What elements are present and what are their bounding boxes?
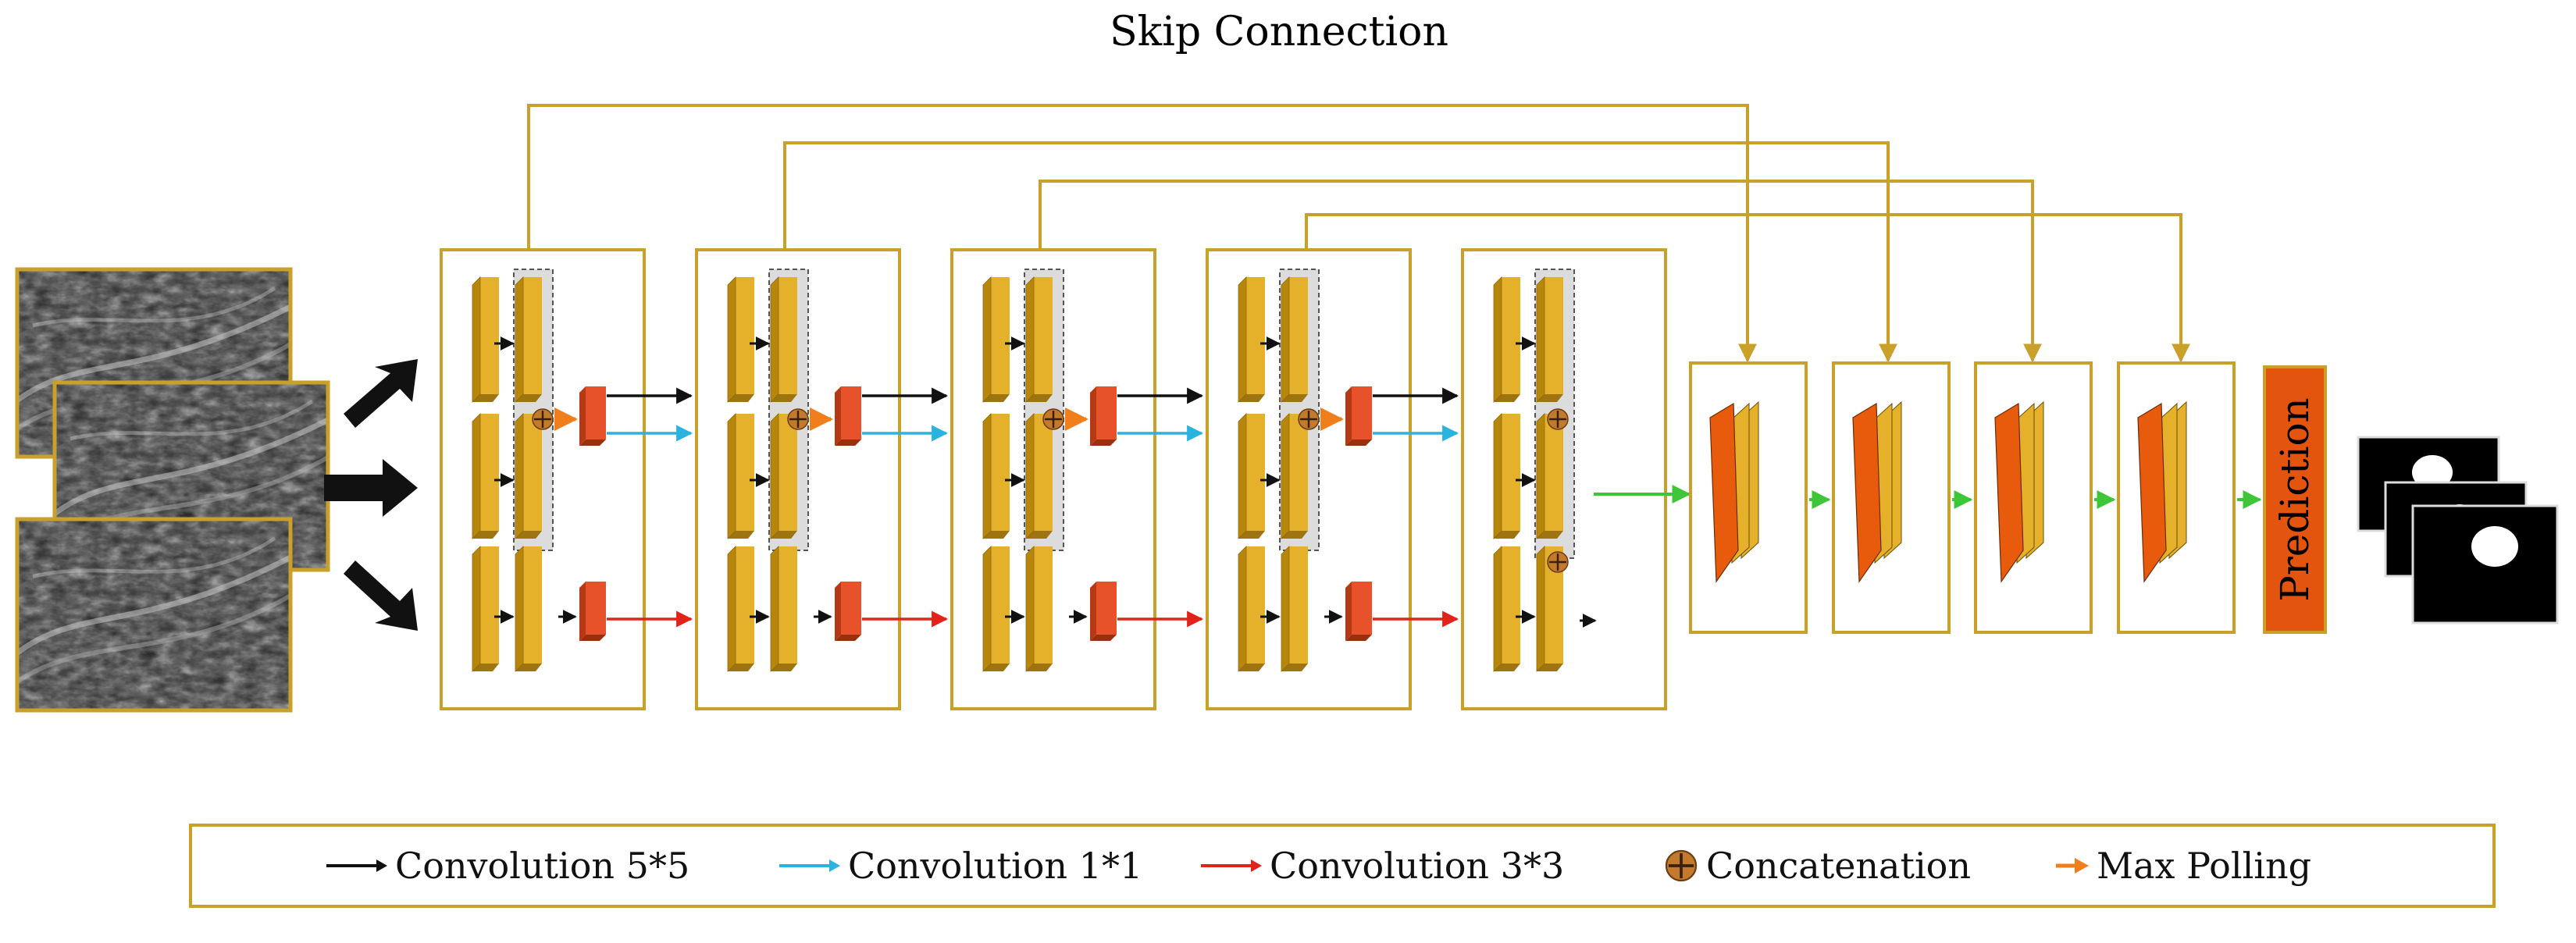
feature-map [1493,276,1521,403]
feature-map [1281,276,1309,403]
feature-map [1238,276,1266,403]
legend-item-conv5x5: Convolution 5*5 [325,827,689,905]
legend-item-conv1x1: Convolution 1*1 [778,827,1142,905]
encoder-blocks [440,248,1691,710]
red-arrow-icon [1201,859,1262,872]
encoder-block-5 [1461,248,1691,710]
feature-map [1536,413,1564,539]
legend-label: Convolution 1*1 [848,845,1143,887]
feature-map [727,546,755,672]
maxpool-cube [579,386,606,446]
legend-label: Convolution 3*3 [1270,845,1565,887]
feature-map [472,546,500,672]
orange-arrow-icon [2056,858,2089,874]
concatenation-icon [786,407,810,431]
input-arrows [324,359,418,631]
concatenation-icon [531,407,554,431]
black-arrow-icon [326,859,387,872]
feature-map [727,413,755,539]
feature-map [1025,413,1053,539]
feature-map [1238,413,1266,539]
feature-map [1536,276,1564,403]
feature-map [1281,546,1309,672]
input-images [15,267,330,713]
feature-map [1238,546,1266,672]
legend-label: Convolution 5*5 [395,845,690,887]
output-masks [2357,436,2559,625]
concatenation-icon [1297,407,1320,431]
feature-map [1493,413,1521,539]
decoder-block-4 [2117,361,2262,634]
maxpool-cube [1345,582,1372,641]
legend: Convolution 5*5 Convolution 1*1 Convolut… [189,824,2496,908]
decoder-block-1 [1689,361,1831,634]
input-arrow-down [344,560,418,631]
input-image-3 [15,517,293,713]
feature-map [1025,546,1053,672]
decoder-block-3 [1974,361,2116,634]
encoder-block-3 [950,248,1204,710]
input-arrow-up [344,359,418,428]
maxpool-cube [835,582,861,641]
skip-connection-2 [783,141,1897,363]
diagram-title: Skip Connection [1110,9,1448,55]
feature-map [515,413,543,539]
skip-connection-1 [527,104,1757,363]
feature-map [472,413,500,539]
feature-map [1281,413,1309,539]
concatenation-icon [1665,849,1698,882]
feature-map [982,276,1010,403]
legend-item-max-polling: Max Polling [2054,827,2311,905]
feature-map [515,546,543,672]
skip-connection-4 [1305,213,2190,363]
concatenation-icon [1546,407,1569,431]
maxpool-cube [1345,386,1372,446]
feature-map [770,546,798,672]
feature-map [982,413,1010,539]
skip-connection-3 [1039,180,2042,363]
prediction-label: Prediction [2272,397,2318,602]
feature-map [472,276,500,403]
legend-item-concatenation: Concatenation [1664,827,1971,905]
feature-map [770,413,798,539]
maxpool-cube [1090,582,1117,641]
legend-label: Concatenation [1706,845,1971,887]
input-arrow-right [324,459,418,517]
feature-map [515,276,543,403]
decoder-block-2 [1832,361,1973,634]
legend-label: Max Polling [2097,845,2312,887]
maxpool-cube [835,386,861,446]
maxpool-cube [579,582,606,641]
concatenation-icon [1042,407,1065,431]
encoder-block-1 [440,248,693,710]
feature-map [770,276,798,403]
prediction-block: Prediction [2263,365,2327,634]
decoder-blocks [1689,361,2262,634]
maxpool-cube [1090,386,1117,446]
feature-map [1493,546,1521,672]
feature-map [1025,276,1053,403]
output-mask-3 [2411,504,2559,625]
feature-map [727,276,755,403]
feature-map [982,546,1010,672]
concatenation-icon [1546,550,1569,574]
encoder-block-2 [695,248,949,710]
skip-connections [527,104,2190,363]
blue-arrow-icon [779,859,840,872]
legend-item-conv3x3: Convolution 3*3 [1199,827,1564,905]
encoder-block-4 [1206,248,1459,710]
